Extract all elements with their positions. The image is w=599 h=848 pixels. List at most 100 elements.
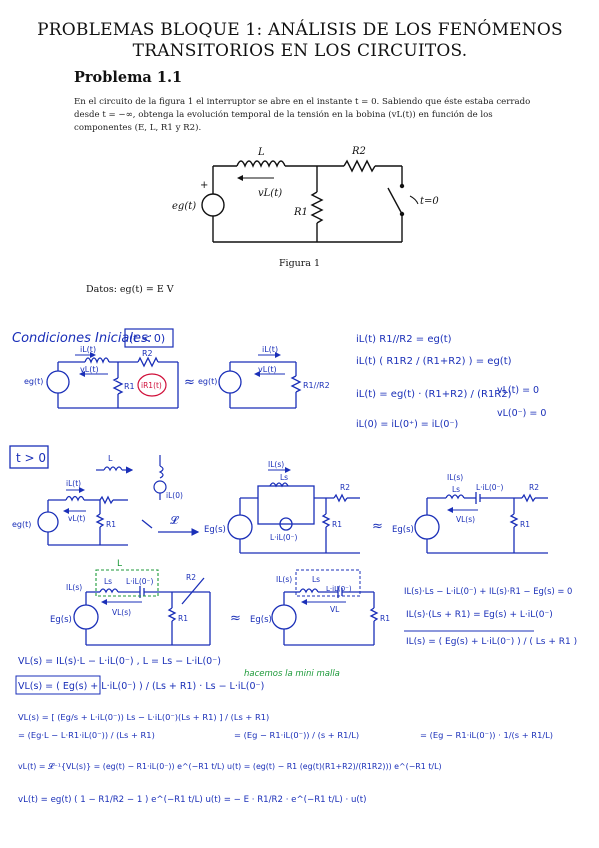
s2-label-source: Eg(s) [204, 525, 226, 535]
s4-label-R1: R1 [178, 614, 188, 623]
kvl-equation-1: IL(s)·Ls − L·iL(0⁻) + IL(s)·R1 − Eg(s) =… [404, 586, 572, 596]
vl-equation-3b: = (Eg·L − L·R1·iL(0⁻)) / (Ls + R1) [18, 730, 155, 740]
s5-resistor-R1-icon [369, 607, 379, 622]
s-equivalence-symbol-2: ≈ [230, 611, 241, 626]
ci2-resistor-icon [290, 375, 302, 393]
s4-label-Ls: Ls [104, 577, 112, 586]
laplace-operator: 𝓛 [170, 514, 180, 527]
s1-source-icon [37, 511, 59, 533]
s3-label-Ls: Ls [452, 485, 460, 494]
t-circuit-3 [414, 492, 548, 554]
s5-label-I: IL(s) [276, 575, 292, 584]
page-title: PROBLEMAS BLOQUE 1: ANÁLISIS DE LOS FENÓ… [30, 20, 570, 62]
s3-label-R1: R1 [520, 520, 530, 529]
ci-circuit-1 [46, 352, 179, 409]
inductor-model-iL0: iL(0) [166, 491, 183, 500]
vl-equation-3d: = (Eg − R1·iL(0⁻)) · 1/(s + R1/L) [420, 730, 553, 740]
s3-label-I: IL(s) [447, 473, 463, 482]
ci-equation-il0: iL(0) = iL(0⁺) = iL(0⁻) [356, 419, 458, 430]
datos-line: Datos: eg(t) = E V [86, 284, 174, 295]
title-line-2: TRANSITORIOS EN LOS CIRCUITOS. [132, 41, 468, 61]
green-note: hacemos la mini malla [244, 669, 340, 679]
s4-label-R2: R2 [186, 573, 196, 582]
s5-label-Li: L·iL(0⁻) [326, 585, 352, 593]
inductor-model-L: L [108, 454, 113, 463]
s5-label-source: Eg(s) [250, 615, 272, 625]
ci1-label-iR1: iR1(t) [141, 381, 162, 390]
t-circuit-5 [271, 586, 379, 646]
t-circuit-1 [37, 487, 153, 546]
s5-label-Ls: Ls [312, 575, 320, 584]
s2-label-R1: R1 [332, 520, 342, 529]
s2-label-R2: R2 [340, 483, 350, 492]
figure-caption: Figura 1 [278, 258, 321, 269]
ci2-label-iL: iL(t) [262, 345, 278, 354]
ci2-source-icon [218, 370, 242, 394]
s2-label-I: IL(s) [268, 460, 284, 469]
fig1-label-R2: R2 [351, 146, 366, 157]
inductor-model [96, 455, 167, 500]
s3-label-source: Eg(s) [392, 525, 414, 535]
fig1-plus-sign: + [200, 180, 208, 191]
current-source-icon [153, 480, 167, 494]
problem-statement: En el circuito de la figura 1 el interru… [74, 97, 531, 133]
ci2-label-source: eg(t) [198, 377, 217, 386]
ci-equation-vl: vL(t) = 0 [497, 385, 539, 396]
vl-equation-3c: = (Eg − R1·iL(0⁻)) / (s + R1/L) [234, 730, 359, 740]
ci-heading: Condiciones Iniciales: [12, 331, 152, 346]
vl-equation-3a: VL(s) = [ (Eg/s + L·iL(0⁻)) Ls − L·iL(0⁻… [18, 712, 269, 722]
s3-resistor-R2-icon [521, 493, 536, 503]
ci1-label-vL: vL(t) [80, 365, 99, 374]
fig1-label-L: L [257, 147, 265, 158]
ci-circuit-2 [218, 352, 302, 409]
s4-label-VL: VL(s) [112, 608, 131, 617]
resistor-R1-icon [310, 191, 324, 224]
s2-source-icon [227, 514, 253, 540]
t-circuit-4 [73, 577, 211, 646]
s4-source-icon [73, 604, 99, 630]
s2-label-Ls: Ls [280, 473, 288, 482]
fig1-label-source: eg(t) [172, 201, 196, 212]
ci1-label-iL: iL(t) [80, 345, 96, 354]
ci1-resistor-R1-icon [112, 377, 124, 395]
ci-equation-2: iL(t) ( R1R2 / (R1+R2) ) = eg(t) [356, 356, 512, 367]
ci1-inductor-icon [84, 357, 110, 364]
s4-resistor-R1-icon [167, 607, 177, 622]
s1-inductor-icon [65, 495, 85, 502]
inductor-L-icon [236, 160, 286, 168]
ci2-label-vL: vL(t) [258, 365, 277, 374]
ci-condition-box: (t < 0) [129, 332, 165, 345]
kvl-equation-3: IL(s) = ( Eg(s) + L·iL(0⁻) ) / ( Ls + R1… [406, 637, 577, 647]
s1-resistor-R2-icon [99, 495, 114, 505]
s3-label-R2: R2 [529, 483, 539, 492]
s3-label-Li: L·iL(0⁻) [476, 483, 503, 492]
fig1-label-vL: vL(t) [258, 188, 282, 199]
vl-equation-final: vL(t) = eg(t) ( 1 − R1/R2 − 1 ) e^(−R1 t… [18, 795, 367, 805]
s3-resistor-R1-icon [509, 513, 519, 528]
ci-equation-3: iL(t) = eg(t) · (R1+R2) / (R1R2) [356, 389, 512, 400]
ci-equation-1: iL(t) R1//R2 = eg(t) [356, 334, 452, 345]
voltage-source-icon [201, 193, 225, 217]
s2-resistor-R2-icon [333, 493, 348, 503]
vl-equation-1: VL(s) = IL(s)·L − L·iL(0⁻) , L = Ls − L·… [18, 656, 221, 667]
vl-equation-4: vL(t) = 𝓛⁻¹{VL(s)} = (eg(t) − R1·iL(0⁻))… [18, 761, 442, 771]
problem-heading: Problema 1.1 [74, 69, 183, 86]
ci1-label-source: eg(t) [24, 377, 43, 386]
s1-resistor-R1-icon [95, 513, 105, 528]
ci1-resistor-R2-icon [137, 356, 159, 368]
switch-icon [387, 187, 403, 215]
vl-equation-2: VL(s) = ( Eg(s) + L·iL(0⁻) ) / (Ls + R1)… [18, 681, 264, 692]
s5-label-VL: VL [330, 605, 340, 614]
t-positive-box: t > 0 [16, 451, 46, 465]
s2-label-Li: L·iL(0⁻) [270, 533, 297, 542]
s3-source-icon [414, 514, 440, 540]
ci2-label-R: R1//R2 [303, 381, 330, 390]
green-label-L: L [117, 559, 122, 569]
ci-equation-vl0: vL(0⁻) = 0 [497, 408, 546, 419]
s1-label-vL: vL(t) [68, 514, 85, 523]
s5-label-R1: R1 [380, 614, 390, 623]
s2-resistor-R1-icon [321, 513, 331, 528]
inductor-model-icon [103, 466, 123, 472]
fig1-label-R1: R1 [293, 207, 308, 218]
